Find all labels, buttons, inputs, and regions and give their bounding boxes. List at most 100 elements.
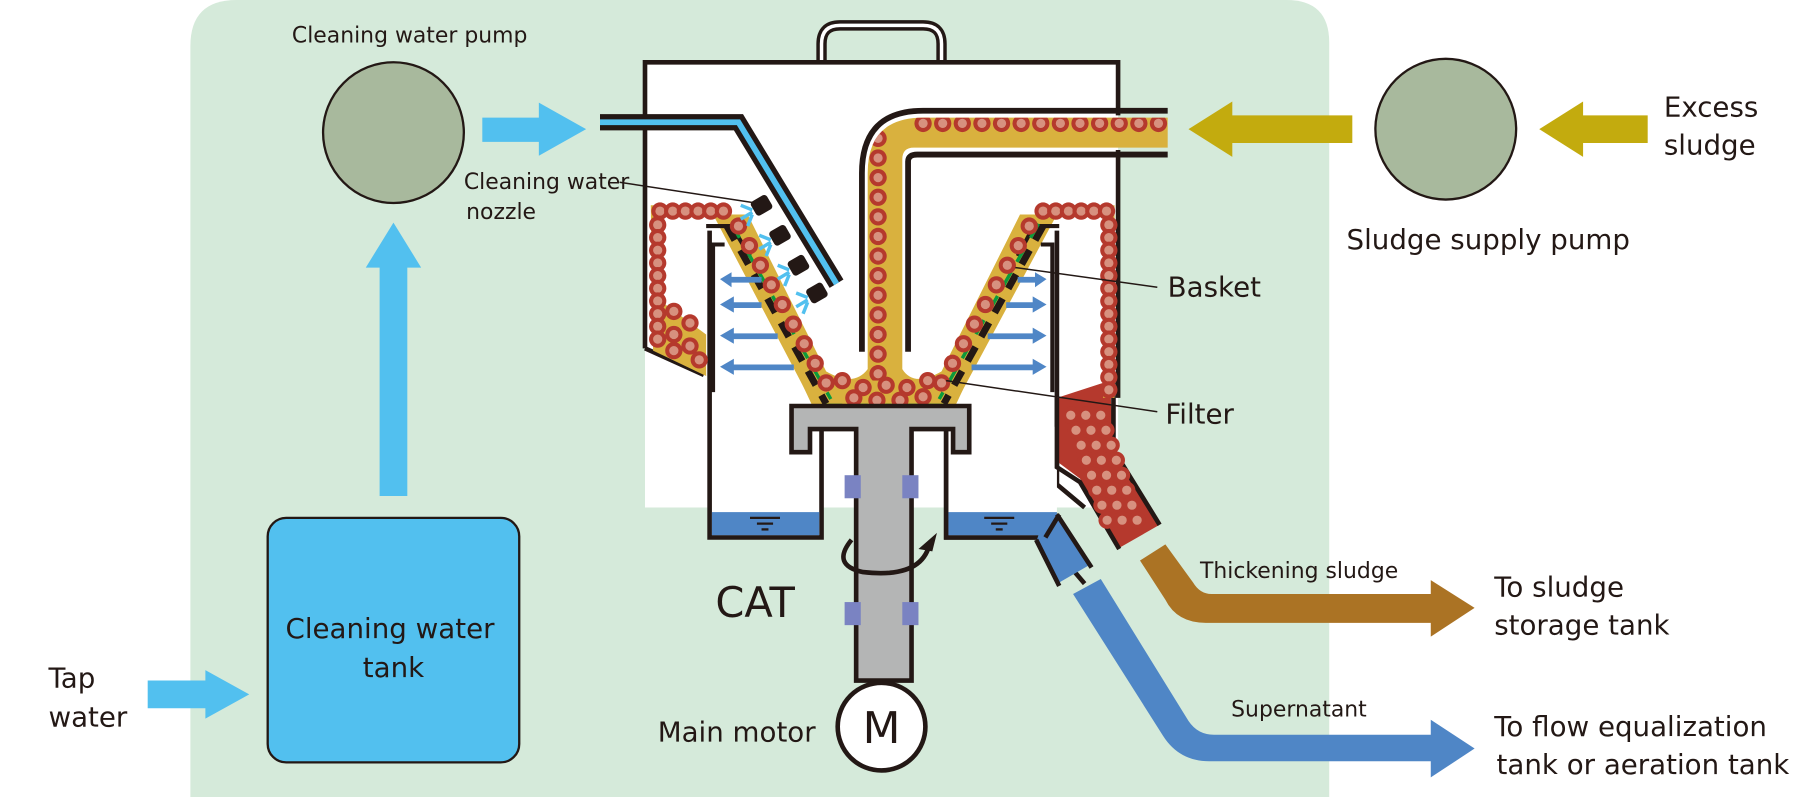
- sludge-particle: [1088, 481, 1106, 499]
- excess-sludge-arrow: [1539, 101, 1648, 157]
- sludge-particle: [740, 237, 759, 255]
- filtrate-arrows-right: [971, 272, 1047, 375]
- sludge-particle: [1097, 421, 1115, 439]
- sludge-particle: [1020, 217, 1038, 235]
- filtrate-arrows-left: [720, 272, 794, 375]
- sludge-particle: [795, 335, 813, 353]
- sludge-particle: [1098, 511, 1116, 529]
- water-level-symbol: [749, 516, 1015, 531]
- sludge-particle: [1123, 496, 1141, 514]
- main-motor[interactable]: [835, 680, 928, 773]
- to-sludge-storage-label-2: storage tank: [1494, 608, 1669, 641]
- sludge-particle: [681, 314, 699, 332]
- nozzle-icon: [739, 194, 773, 227]
- cleaning-water-nozzles: [739, 194, 828, 315]
- sludge-particle: [1092, 451, 1110, 469]
- excess-sludge-label-1: Excess: [1664, 90, 1758, 123]
- sludge-particle: [1128, 511, 1146, 529]
- sludge-particle: [665, 325, 683, 344]
- thickening-sludge-label: Thickening sludge: [1199, 559, 1398, 584]
- sludge-particle: [919, 371, 937, 390]
- sludge-particle: [869, 227, 887, 246]
- main-motor-label: Main motor: [658, 716, 817, 749]
- sludge-particle: [833, 371, 851, 390]
- sludge-particle: [1067, 421, 1085, 439]
- sludge-particle: [869, 325, 887, 344]
- sludge-particle: [1009, 237, 1027, 255]
- nozzle-icon: [758, 224, 791, 257]
- sludge-particle: [729, 217, 748, 235]
- leader-lines: [619, 181, 1158, 413]
- sludge-particle: [1112, 466, 1131, 484]
- tap-water-label-2: water: [48, 701, 127, 734]
- sludge-particle: [1077, 406, 1095, 424]
- sludge-particle: [773, 295, 791, 314]
- sludge-particle: [943, 354, 962, 372]
- cleaning-water-nozzle-label-2: nozzle: [466, 200, 536, 225]
- cleaning-water-pump[interactable]: [321, 61, 465, 205]
- excess-sludge-label-2: sludge: [1664, 129, 1756, 162]
- rotation-arrow-icon: [841, 538, 933, 576]
- nozzle-icon: [776, 254, 810, 287]
- sludge-particle: [1093, 496, 1111, 514]
- sludge-supply-pump[interactable]: [1374, 57, 1518, 201]
- sludge-particle: [869, 168, 887, 187]
- filter-label: Filter: [1165, 397, 1234, 430]
- cleaning-water-flow-arrow: [482, 102, 587, 156]
- sludge-particle: [1113, 511, 1131, 529]
- sludge-particle: [806, 354, 824, 372]
- filter-left: [723, 224, 830, 406]
- supernatant-arrow: [1073, 579, 1475, 778]
- sludge-particle: [998, 256, 1016, 274]
- sludge-particle: [869, 267, 887, 285]
- sludge-particle: [1082, 466, 1101, 484]
- cleaning-water-nozzle-label-1: Cleaning water: [464, 170, 629, 195]
- sludge-particle: [762, 276, 780, 294]
- filter-right: [940, 224, 1047, 406]
- sludge-particle: [914, 388, 932, 406]
- sludge-particle: [649, 330, 667, 348]
- sludge-particle: [690, 351, 708, 369]
- sludge-particle: [869, 149, 887, 167]
- sludge-particle: [987, 276, 1005, 294]
- sludge-particle: [1108, 496, 1126, 514]
- sludge-particle: [665, 302, 683, 321]
- sludge-particle: [1103, 481, 1121, 499]
- supernatant-label: Supernatant: [1231, 697, 1367, 722]
- sludge-particle: [1118, 481, 1136, 499]
- sludge-particle: [751, 256, 770, 274]
- sludge-particle: [784, 315, 802, 333]
- cleaning-water-tank-label-1: Cleaning water: [285, 612, 495, 645]
- sludge-particle: [1097, 466, 1116, 484]
- sludge-particle: [1092, 406, 1110, 424]
- sludge-supply-pipe: [867, 117, 1168, 381]
- cat-label: CAT: [715, 578, 795, 627]
- sludge-particle: [714, 202, 733, 220]
- sludge-particle: [954, 335, 973, 353]
- basket-label: Basket: [1168, 270, 1261, 303]
- to-sludge-storage-label-1: To sludge: [1493, 570, 1624, 603]
- sludge-particle: [869, 247, 887, 265]
- tap-water-label-1: Tap: [47, 661, 95, 694]
- sludge-particle: [869, 208, 887, 226]
- tap-water-arrow: [147, 670, 250, 719]
- sludge-particle: [869, 286, 887, 304]
- rotor-hub: [789, 403, 972, 683]
- thickening-sludge-arrow: [1140, 544, 1475, 637]
- sludge-particle: [869, 345, 887, 363]
- cleaning-water-up-arrow: [365, 222, 422, 496]
- sludge-particle: [877, 376, 895, 394]
- nozzle-icon: [795, 282, 828, 315]
- cleaning-water-tank[interactable]: [266, 516, 521, 764]
- sludge-particle: [976, 295, 995, 314]
- bearings: [844, 475, 919, 626]
- cleaning-water-pump-label: Cleaning water pump: [292, 24, 527, 49]
- sludge-particle: [1102, 436, 1120, 454]
- sludge-particle: [1107, 451, 1125, 469]
- sludge-particle: [1100, 381, 1118, 399]
- sludge-particle: [1072, 436, 1090, 454]
- motor-symbol: M: [863, 703, 901, 754]
- cleaning-water-tank-label-2: tank: [363, 651, 424, 684]
- sludge-particle: [1062, 406, 1080, 424]
